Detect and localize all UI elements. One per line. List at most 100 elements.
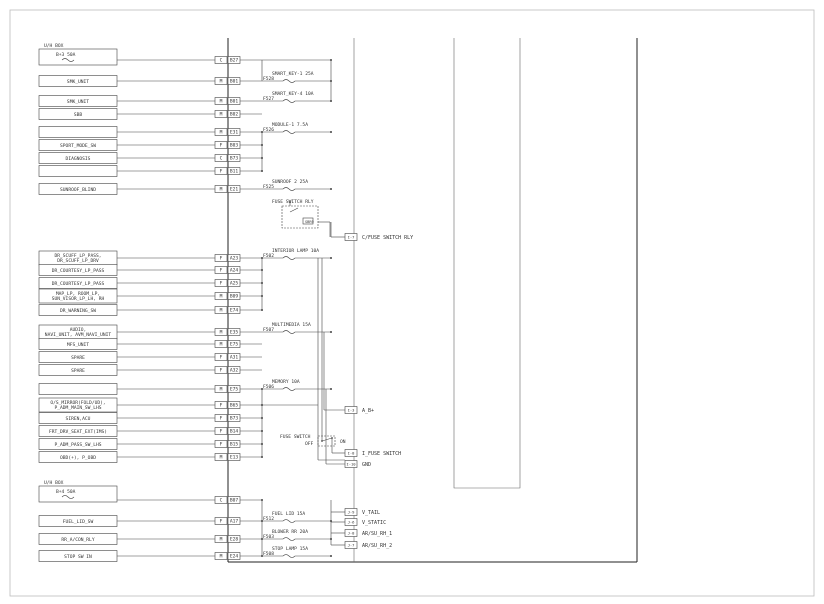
label-box-sport: SPORT_MODE_SW xyxy=(38,139,215,151)
label-text: SPARE xyxy=(71,355,85,361)
fuse-switch-relay: FUSE SWITCH RLY SBR9 xyxy=(272,199,331,237)
um-box-title: U/H BOX xyxy=(44,43,64,49)
pin-code: B03 xyxy=(230,143,239,149)
label-text: OBD(+), P_OBD xyxy=(60,455,96,461)
label-text: SIREN,ACU xyxy=(66,416,91,422)
fuse-name: STOP LAMP 15A xyxy=(272,546,308,552)
label-box-courtesy2: DR_COURTESY_LP_PASS xyxy=(38,277,215,289)
fuse-id: F528 xyxy=(263,76,274,82)
pin-code: E28 xyxy=(230,537,239,543)
relay-title: FUSE SWITCH RLY xyxy=(272,199,314,205)
fuse-id: F503 xyxy=(263,534,274,540)
fuse-name: INTERIOR LAMP 10A xyxy=(272,248,319,254)
label-box-mirror: O/S_MIRROR(FOLD/UD),P_ADM_MAIN_SW_LHS xyxy=(38,397,215,413)
output-label: A_B+ xyxy=(362,408,374,414)
label-box-spare1: SPARE xyxy=(38,351,215,363)
label-box-padm: P_ADM_PASS_SW_LHS xyxy=(38,438,215,450)
fuse-switch-label: FUSE SWITCH xyxy=(280,434,311,440)
pin-code: B73 xyxy=(230,416,239,422)
pin-code: A23 xyxy=(230,256,239,262)
um-box-fuse: B+3 50A xyxy=(56,52,76,58)
fuse-name: FUEL LID 15A xyxy=(272,511,305,517)
fuse-name: MEMORY 10A xyxy=(272,379,300,385)
fuse-name: SUNROOF 2 25A xyxy=(272,179,308,185)
output-label: V_STATIC xyxy=(362,520,386,526)
pin-type: F xyxy=(220,519,223,525)
pin-code: A17 xyxy=(230,519,239,525)
pin-code: A32 xyxy=(230,368,239,374)
pin-type: F xyxy=(220,403,223,409)
fuse-symbol-icon xyxy=(282,554,296,558)
pin-type: M xyxy=(220,455,223,461)
label-box-blank1 xyxy=(38,126,215,138)
label-text: SBB xyxy=(74,112,83,118)
pin-code: B73 xyxy=(230,156,239,162)
uh-box-title: U/H BOX xyxy=(44,480,64,486)
output-label: V_TAIL xyxy=(362,510,380,516)
fuse-symbol-icon xyxy=(282,519,296,523)
uh-box: U/H BOX B+4 50A xyxy=(38,480,215,503)
pin-code: E31 xyxy=(230,130,239,136)
pin-code: B02 xyxy=(230,112,239,118)
fuse-symbol-icon xyxy=(282,99,296,103)
fuse-id: F507 xyxy=(263,327,274,333)
pin-type: F xyxy=(220,256,223,262)
pin-code: E75 xyxy=(230,387,239,393)
label-text: SPARE xyxy=(71,368,85,374)
pin-code: B07 xyxy=(230,498,239,504)
pin-type: M xyxy=(220,112,223,118)
pin-type: C xyxy=(220,156,223,162)
label-box-courtesy1: DR_COURTESY_LP_PASS xyxy=(38,264,215,276)
pin-type: M xyxy=(220,187,223,193)
output-label: I_FUSE SWITCH xyxy=(362,451,401,457)
label-box-warning: DR_WARNING_SW xyxy=(38,304,215,316)
pin-type: F xyxy=(220,268,223,274)
fuse-id: F527 xyxy=(263,96,274,102)
pin-type: M xyxy=(220,130,223,136)
pin-type: M xyxy=(220,554,223,560)
pin-code: B01 xyxy=(230,99,239,105)
label-box-diag: DIAGNOSIS xyxy=(38,152,215,164)
connector-pin: M E28 xyxy=(214,535,262,543)
connector-pin: F B73 xyxy=(214,414,262,422)
label-text: NAVI_UNIT, AVM_NAVI_UNIT xyxy=(45,332,112,338)
fuse-symbol-icon xyxy=(282,187,296,191)
fuse-id: F508 xyxy=(263,551,274,557)
pin-code: E35 xyxy=(230,330,239,336)
label-box-scuff: DR_SCUFF_LP_PASS,DR_SCUFF_LP_DRV xyxy=(38,250,215,266)
fuse-symbol-icon xyxy=(282,79,296,83)
pin-code: B01 xyxy=(230,79,239,85)
pin-type: M xyxy=(220,99,223,105)
fuse-name: BLOWER RR 20A xyxy=(272,529,308,535)
pin-type: M xyxy=(220,537,223,543)
pin-type: M xyxy=(220,79,223,85)
wires xyxy=(261,59,345,557)
pin-type: F xyxy=(220,416,223,422)
label-text: O/S_MIRROR(FOLD/UD), xyxy=(50,400,105,406)
label-box-sbb: SBB xyxy=(38,108,215,120)
pin-code: A25 xyxy=(230,281,239,287)
pin-type: C xyxy=(220,58,223,64)
pin-type: M xyxy=(220,294,223,300)
pin-code: E75 xyxy=(230,342,239,348)
fuse-symbol-icon xyxy=(282,130,296,134)
output-label: GND xyxy=(362,462,371,468)
label-box-mapvisor: MAP_LP, ROOM_LP,SUN_VISOR_LP_LH, RH xyxy=(38,288,215,304)
um-box: U/H BOX B+3 50A xyxy=(38,43,215,66)
pin-type: F xyxy=(220,442,223,448)
